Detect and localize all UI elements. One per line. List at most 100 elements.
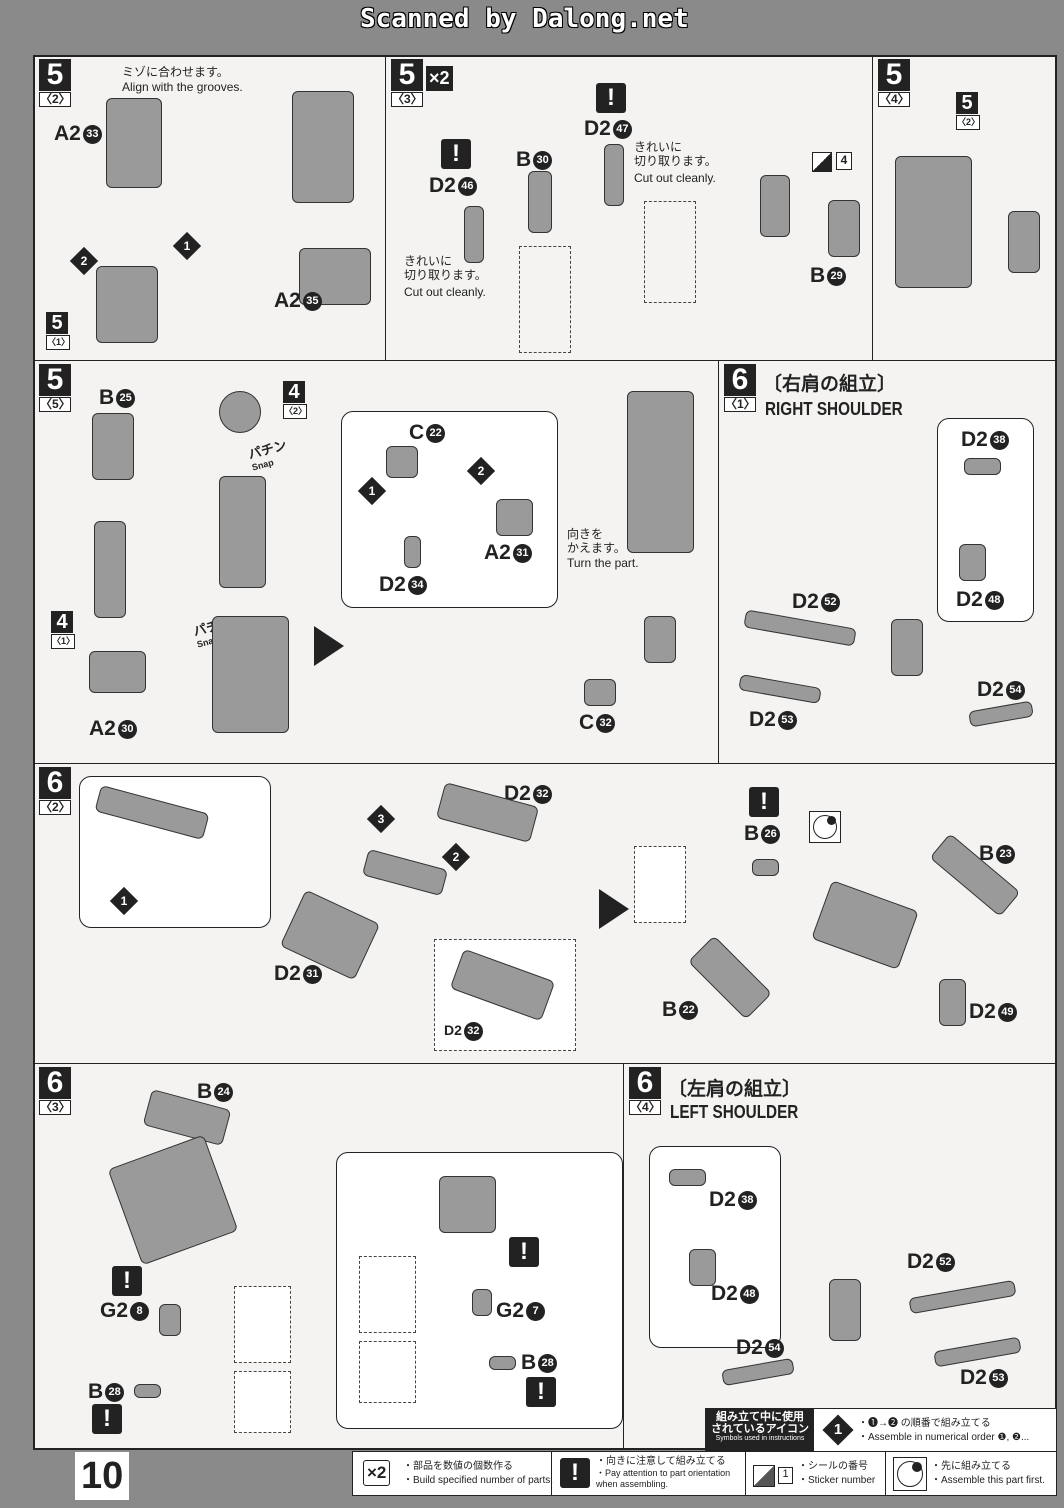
part-number: 49 (997, 1002, 1017, 1022)
part-drawing (94, 521, 126, 618)
part-number: 32 (463, 1022, 483, 1041)
warning-icon: ! (509, 1237, 539, 1267)
step-sub: 〈3〉 (391, 92, 423, 107)
legend-order-jp: ・❶→❷ の順番で組み立てる (858, 1418, 991, 1429)
part-drawing (159, 1304, 181, 1336)
step-number: 5 (39, 59, 71, 91)
part-code: A2 (274, 289, 301, 312)
divider (885, 1452, 886, 1495)
part-drawing (292, 91, 354, 203)
mini-sub: 〈2〉 (956, 115, 980, 130)
cut-note-jp: きれいに 切り取ります。 (404, 254, 487, 282)
part-number: 28 (105, 1382, 125, 1402)
part-code: B (197, 1080, 213, 1103)
part-number: 8 (130, 1301, 150, 1321)
part-drawing (604, 144, 624, 206)
turn-note-jp: 向きを かえます。 (567, 527, 626, 555)
part-code: D2 (956, 588, 983, 611)
part-drawing (361, 848, 449, 897)
mini-step: 5 (46, 312, 68, 334)
warning-icon: ! (92, 1404, 122, 1434)
warning-icon: ! (526, 1377, 556, 1407)
runner-detail (644, 201, 696, 303)
mini-step: 4 (283, 381, 305, 403)
part-code: B (979, 842, 995, 865)
part-code: D2 (977, 678, 1004, 701)
detail-box (634, 846, 686, 923)
part-number: 31 (512, 543, 532, 563)
order-marker: 1 (357, 476, 387, 506)
part-drawing (496, 499, 533, 536)
part-number: 26 (761, 824, 781, 844)
part-drawing (92, 413, 134, 480)
mini-sub: 〈2〉 (283, 404, 307, 419)
cut-note-en: Cut out cleanly. (634, 171, 716, 185)
part-drawing (895, 156, 972, 288)
order-marker: 3 (366, 804, 396, 834)
scan-watermark: Scanned by Dalong.net (360, 4, 689, 34)
part-number: 24 (214, 1082, 234, 1102)
warning-icon: ! (441, 139, 471, 169)
part-drawing (891, 619, 923, 676)
part-code: A2 (54, 122, 81, 145)
part-number: 52 (935, 1252, 955, 1272)
legend-heading: 組み立て中に使用 されているアイコン Symbols used in instr… (706, 1409, 814, 1451)
detail-box (359, 1256, 416, 1333)
part-code: C (409, 421, 425, 444)
step-sub: 〈1〉 (724, 397, 756, 412)
mini-step: 5 (956, 92, 978, 114)
part-code: D2 (711, 1282, 738, 1305)
divider (551, 1452, 552, 1495)
legend-symbols: 組み立て中に使用 されているアイコン Symbols used in instr… (705, 1408, 1057, 1452)
sub-assembly-box (937, 418, 1034, 622)
detail-box (234, 1371, 291, 1433)
part-number: 23 (996, 844, 1016, 864)
legend-qty-en: ・Build specified number of parts. (403, 1475, 554, 1486)
part-code: D2 (274, 962, 301, 985)
legend-first-en: ・Assemble this part first. (931, 1475, 1045, 1486)
step-number: 6 (629, 1067, 661, 1099)
part-drawing (464, 206, 484, 263)
part-drawing (386, 446, 418, 478)
part-code: C (579, 711, 595, 734)
part-drawing (107, 1134, 239, 1266)
part-drawing (584, 679, 616, 706)
part-code: D2 (584, 117, 611, 140)
part-number: 35 (302, 291, 322, 311)
legend-warn-en: ・Pay attention to part orientation when … (596, 1468, 731, 1489)
mini-sub: 〈1〉 (51, 634, 75, 649)
mini-sub: 〈1〉 (46, 335, 70, 350)
part-code: B (99, 386, 115, 409)
part-code: G2 (496, 1299, 525, 1322)
warning-icon: ! (596, 83, 626, 113)
sticker-number: 1 (778, 1467, 793, 1484)
step-number: 5 (39, 364, 71, 396)
part-code: B (88, 1380, 104, 1403)
part-number: 25 (116, 388, 136, 408)
part-drawing (829, 1279, 861, 1341)
part-number: 48 (739, 1284, 759, 1304)
turn-note-en: Turn the part. (567, 556, 639, 570)
step-sub: 〈3〉 (39, 1100, 71, 1115)
order-marker: 1 (172, 231, 202, 261)
part-drawing (959, 544, 986, 581)
cut-note-en: Cut out cleanly. (404, 285, 486, 299)
part-number: 28 (538, 1353, 558, 1373)
part-code: D2 (736, 1336, 763, 1359)
part-drawing (721, 1357, 795, 1387)
